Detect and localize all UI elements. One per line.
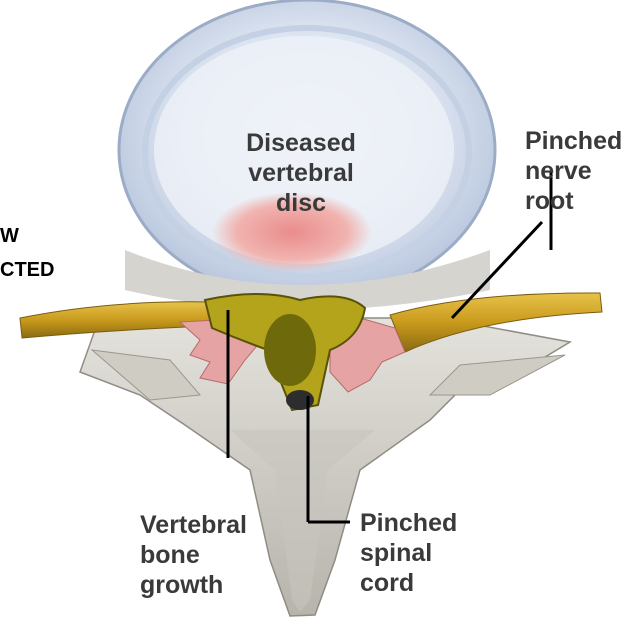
disc-label: Diseased vertebral disc xyxy=(232,128,370,218)
bone-growth-label: Vertebral bone growth xyxy=(140,510,247,600)
bone-growth-label-line-3: growth xyxy=(140,570,247,600)
spinal-cord-label-line-2: spinal xyxy=(360,538,457,568)
disc-label-line-2: vertebral xyxy=(232,158,370,188)
edge-text-top: W xyxy=(0,224,19,248)
spinal-cord-label: Pinched spinal cord xyxy=(360,508,457,598)
nerve-root-label-line-2: nerve xyxy=(525,156,622,186)
bone-growth-label-line-2: bone xyxy=(140,540,247,570)
nerve-root-label-line-3: root xyxy=(525,186,622,216)
bone-growth-label-line-1: Vertebral xyxy=(140,510,247,540)
disc-label-line-1: Diseased xyxy=(232,128,370,158)
edge-text-bottom: CTED xyxy=(0,258,54,282)
spinal-cord-label-line-3: cord xyxy=(360,568,457,598)
nerve-root-label-line-1: Pinched xyxy=(525,126,622,156)
spinal-cord-label-line-1: Pinched xyxy=(360,508,457,538)
disc-label-line-3: disc xyxy=(232,188,370,218)
nerve-root-label: Pinched nerve root xyxy=(525,126,622,216)
